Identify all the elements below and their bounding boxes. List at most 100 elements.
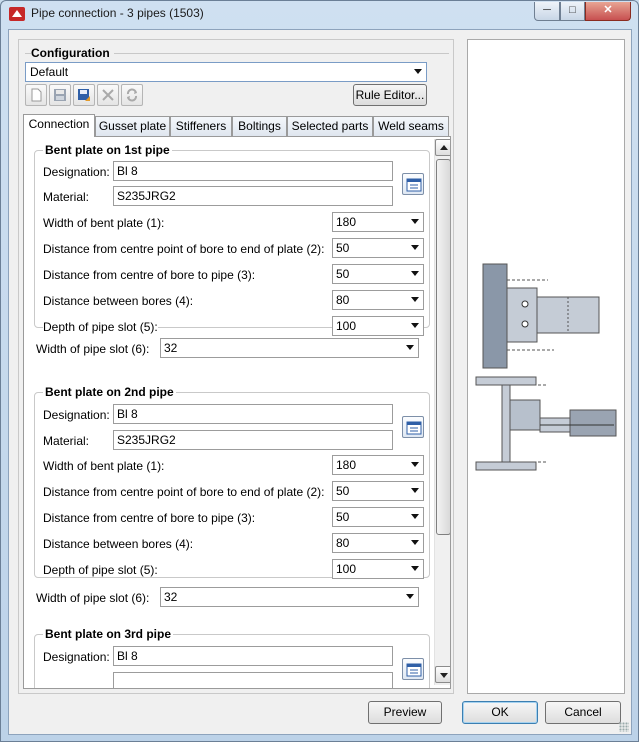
width-bent-plate-label: Width of bent plate (1): <box>43 459 165 473</box>
new-config-button[interactable] <box>25 84 47 106</box>
designation-field[interactable]: Bl 8 <box>113 646 393 666</box>
width-bent-plate-combo[interactable]: 180 <box>332 455 424 475</box>
configuration-dropdown[interactable]: Default <box>25 62 427 82</box>
combo-value: 50 <box>336 484 350 498</box>
combo-value: 50 <box>336 510 350 524</box>
distance-between-bores-combo[interactable]: 80 <box>332 290 424 310</box>
designation-field[interactable]: Bl 8 <box>113 161 393 181</box>
chevron-down-icon <box>411 323 419 328</box>
chevron-down-icon <box>411 540 419 545</box>
title-bar[interactable]: Pipe connection - 3 pipes (1503) ─ □ ✕ <box>1 1 638 27</box>
tab-connection[interactable]: Connection <box>23 114 95 137</box>
tab-gusset-plate[interactable]: Gusset plate <box>95 116 170 136</box>
chevron-down-icon <box>411 488 419 493</box>
material-library-button[interactable] <box>402 173 424 195</box>
vertical-scrollbar[interactable] <box>434 139 450 685</box>
combo-value: 80 <box>336 293 350 307</box>
material-label: Material: <box>43 434 90 448</box>
chevron-down-icon <box>414 69 422 74</box>
save-icon <box>54 89 66 101</box>
combo-value: 32 <box>164 590 178 604</box>
combo-value: 100 <box>336 562 357 576</box>
refresh-config-button[interactable] <box>121 84 143 106</box>
chevron-down-icon <box>411 245 419 250</box>
material-library-button[interactable] <box>402 658 424 680</box>
width-pipe-slot-label: Width of pipe slot (6): <box>36 591 150 605</box>
combo-value: 50 <box>336 267 350 281</box>
tab-stiffeners[interactable]: Stiffeners <box>170 116 232 136</box>
material-library-button[interactable] <box>402 416 424 438</box>
tab-strip: Connection Gusset plate Stiffeners Bolti… <box>23 114 453 137</box>
chevron-down-icon <box>411 219 419 224</box>
designation-label: Designation: <box>43 650 110 664</box>
configuration-divider <box>25 53 449 54</box>
distance-between-bores-combo[interactable]: 80 <box>332 533 424 553</box>
scroll-up-button[interactable] <box>435 139 450 156</box>
rule-editor-button[interactable]: Rule Editor... <box>353 84 427 106</box>
designation-field[interactable]: Bl 8 <box>113 404 393 424</box>
depth-pipe-slot-combo[interactable]: 100 <box>332 559 424 579</box>
catalog-icon <box>406 421 422 435</box>
dialog-client-area: Configuration Default <box>8 29 632 735</box>
arrow-down-icon <box>440 673 448 678</box>
material-field[interactable]: S235JRG2 <box>113 430 393 450</box>
delete-config-button[interactable] <box>97 84 119 106</box>
distance-bore-end-combo[interactable]: 50 <box>332 481 424 501</box>
distance-bore-end-label: Distance from centre point of bore to en… <box>43 242 325 256</box>
resize-grip-icon[interactable] <box>619 722 629 732</box>
depth-pipe-slot-combo[interactable]: 100 <box>332 316 424 336</box>
scroll-down-button[interactable] <box>435 666 450 683</box>
section-bent-plate-3rd-pipe: Bent plate on 3rd pipe Designation: Bl 8 <box>34 627 430 688</box>
preview-drawing-panel <box>467 39 625 694</box>
distance-bore-end-combo[interactable]: 50 <box>332 238 424 258</box>
minimize-button[interactable]: ─ <box>534 2 560 21</box>
close-button[interactable]: ✕ <box>585 2 631 21</box>
chevron-down-icon <box>411 297 419 302</box>
save-as-config-button[interactable] <box>73 84 95 106</box>
width-bent-plate-label: Width of bent plate (1): <box>43 216 165 230</box>
combo-value: 180 <box>336 458 357 472</box>
distance-bore-pipe-combo[interactable]: 50 <box>332 507 424 527</box>
settings-panel: Configuration Default <box>18 39 454 694</box>
ok-button[interactable]: OK <box>462 701 538 724</box>
configuration-title: Configuration <box>31 46 114 60</box>
connection-tab-content: Bent plate on 1st pipe Designation: Bl 8… <box>23 136 451 689</box>
window-title: Pipe connection - 3 pipes (1503) <box>31 6 204 20</box>
maximize-button[interactable]: □ <box>560 2 585 21</box>
material-field[interactable]: S235JRG2 <box>113 186 393 206</box>
chevron-down-icon <box>406 345 414 350</box>
distance-between-bores-label: Distance between bores (4): <box>43 537 194 551</box>
save-config-button[interactable] <box>49 84 71 106</box>
designation-label: Designation: <box>43 165 110 179</box>
section-title: Bent plate on 3rd pipe <box>43 627 174 641</box>
width-pipe-slot-combo[interactable]: 32 <box>160 587 419 607</box>
width-bent-plate-combo[interactable]: 180 <box>332 212 424 232</box>
chevron-down-icon <box>411 514 419 519</box>
chevron-down-icon <box>411 271 419 276</box>
save-as-icon <box>78 89 90 101</box>
distance-bore-pipe-label: Distance from centre of bore to pipe (3)… <box>43 268 256 282</box>
tab-selected-parts[interactable]: Selected parts <box>287 116 373 136</box>
delete-icon <box>102 89 114 101</box>
material-field[interactable] <box>113 672 393 688</box>
combo-value: 80 <box>336 536 350 550</box>
material-label: Material: <box>43 190 90 204</box>
depth-pipe-slot-label: Depth of pipe slot (5): <box>43 320 158 334</box>
combo-value: 180 <box>336 215 357 229</box>
preview-button[interactable]: Preview <box>368 701 442 724</box>
new-icon <box>31 88 42 102</box>
scrollbar-thumb[interactable] <box>436 159 450 535</box>
chevron-down-icon <box>411 462 419 467</box>
width-pipe-slot-combo[interactable]: 32 <box>160 338 419 358</box>
cancel-button[interactable]: Cancel <box>545 701 621 724</box>
tab-boltings[interactable]: Boltings <box>232 116 287 136</box>
catalog-icon <box>406 663 422 677</box>
refresh-icon <box>127 88 137 102</box>
distance-bore-pipe-combo[interactable]: 50 <box>332 264 424 284</box>
distance-between-bores-label: Distance between bores (4): <box>43 294 194 308</box>
section-title: Bent plate on 1st pipe <box>43 143 172 157</box>
distance-bore-pipe-label: Distance from centre of bore to pipe (3)… <box>43 511 256 525</box>
tab-weld-seams[interactable]: Weld seams <box>373 116 449 136</box>
width-pipe-slot-label: Width of pipe slot (6): <box>36 342 150 356</box>
